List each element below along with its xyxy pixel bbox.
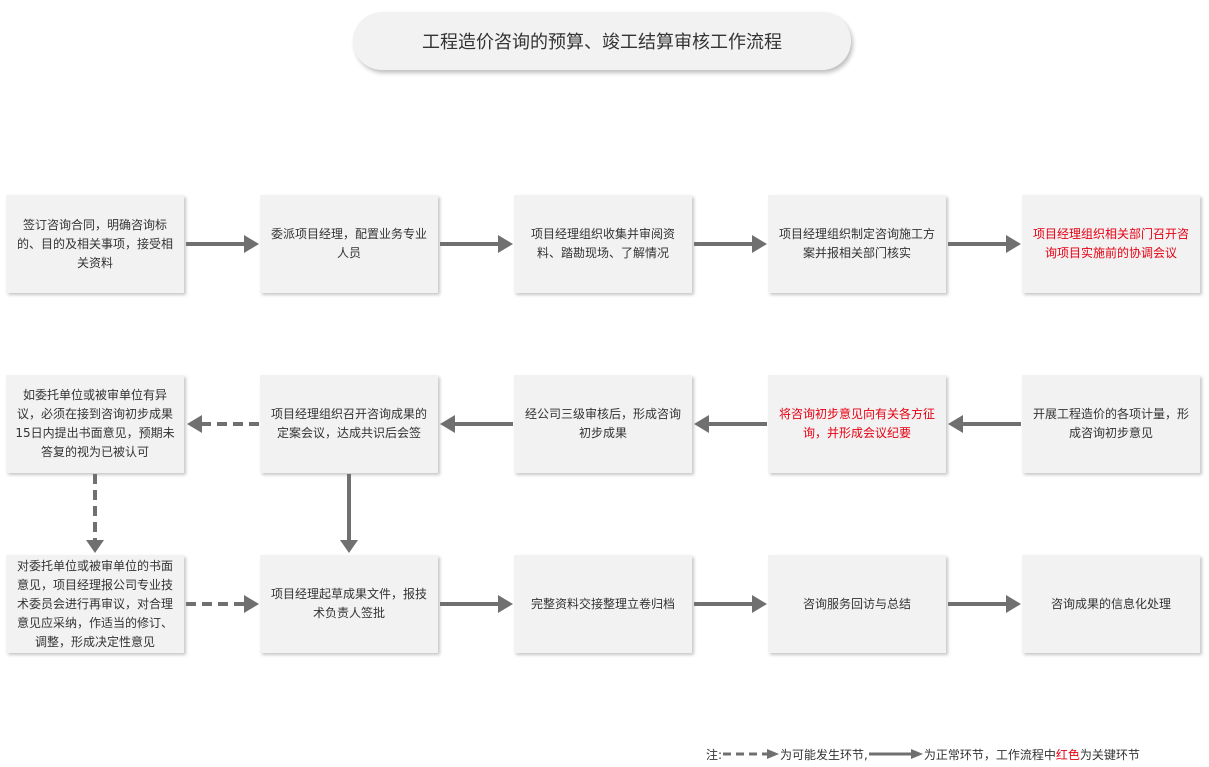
arrow-r3-4 [948, 595, 1021, 613]
arrow-r3-2 [440, 595, 513, 613]
arrow-r3-3 [694, 595, 767, 613]
arrow-r1-3 [694, 235, 767, 253]
arrow-r2-2 [440, 415, 513, 433]
step-final-meeting: 项目经理组织召开咨询成果的定案会议，达成共识后会签 [260, 375, 438, 473]
page-title: 工程造价咨询的预算、竣工结算审核工作流程 [353, 12, 851, 70]
dashed-arrow-legend-icon [723, 749, 780, 759]
step-follow-up: 咨询服务回访与总结 [768, 555, 946, 653]
legend-red-word: 红色 [1055, 747, 1080, 762]
step-draft-document: 项目经理起草成果文件，报技术负责人签批 [260, 555, 438, 653]
legend-dashed-desc: 为可能发生环节, [780, 747, 868, 762]
arrow-r1-4 [948, 235, 1021, 253]
step-three-level-review: 经公司三级审核后，形成咨询初步成果 [514, 375, 692, 473]
legend-solid-desc: 为正常环节，工作流程中 [923, 747, 1056, 762]
step-collect-data: 项目经理组织收集并审阅资料、踏勘现场、了解情况 [514, 195, 692, 293]
step-archive: 完整资料交接整理立卷归档 [514, 555, 692, 653]
legend-suffix: 为关键环节 [1079, 747, 1140, 762]
step-assign-manager: 委派项目经理，配置业务专业人员 [260, 195, 438, 293]
dashed-arrow-down-to-re-review [86, 474, 104, 553]
step-re-review: 对委托单位或被审单位的书面意见，项目经理报公司专业技术委员会进行再审议，对合理意… [6, 555, 184, 653]
arrow-down-to-draft [340, 474, 358, 553]
arrow-r1-2 [440, 235, 513, 253]
step-objection: 如委托单位或被审单位有异议，必须在接到咨询初步成果15日内提出书面意见，预期未答… [6, 375, 184, 473]
step-make-plan: 项目经理组织制定咨询施工方案并报相关部门核实 [768, 195, 946, 293]
solid-arrow-legend-icon [868, 749, 923, 759]
step-sign-contract: 签订咨询合同，明确咨询标的、目的及相关事项，接受相关资料 [6, 195, 184, 293]
arrow-r2-3 [694, 415, 767, 433]
step-coordination-meeting: 项目经理组织相关部门召开咨询项目实施前的协调会议 [1022, 195, 1200, 293]
arrow-r2-4 [948, 415, 1021, 433]
step-solicit-opinions: 将咨询初步意见向有关各方征询，并形成会议纪要 [768, 375, 946, 473]
dashed-arrow-to-objection [187, 415, 259, 433]
legend-prefix: 注: [706, 747, 723, 762]
step-informatization: 咨询成果的信息化处理 [1022, 555, 1200, 653]
step-measurement: 开展工程造价的各项计量，形成咨询初步意见 [1022, 375, 1200, 473]
legend: 注: 为可能发生环节, 为正常环节，工作流程中 红色 为关键环节 [706, 744, 1140, 764]
arrow-r1-1 [186, 235, 259, 253]
dashed-arrow-to-draft [186, 595, 259, 613]
